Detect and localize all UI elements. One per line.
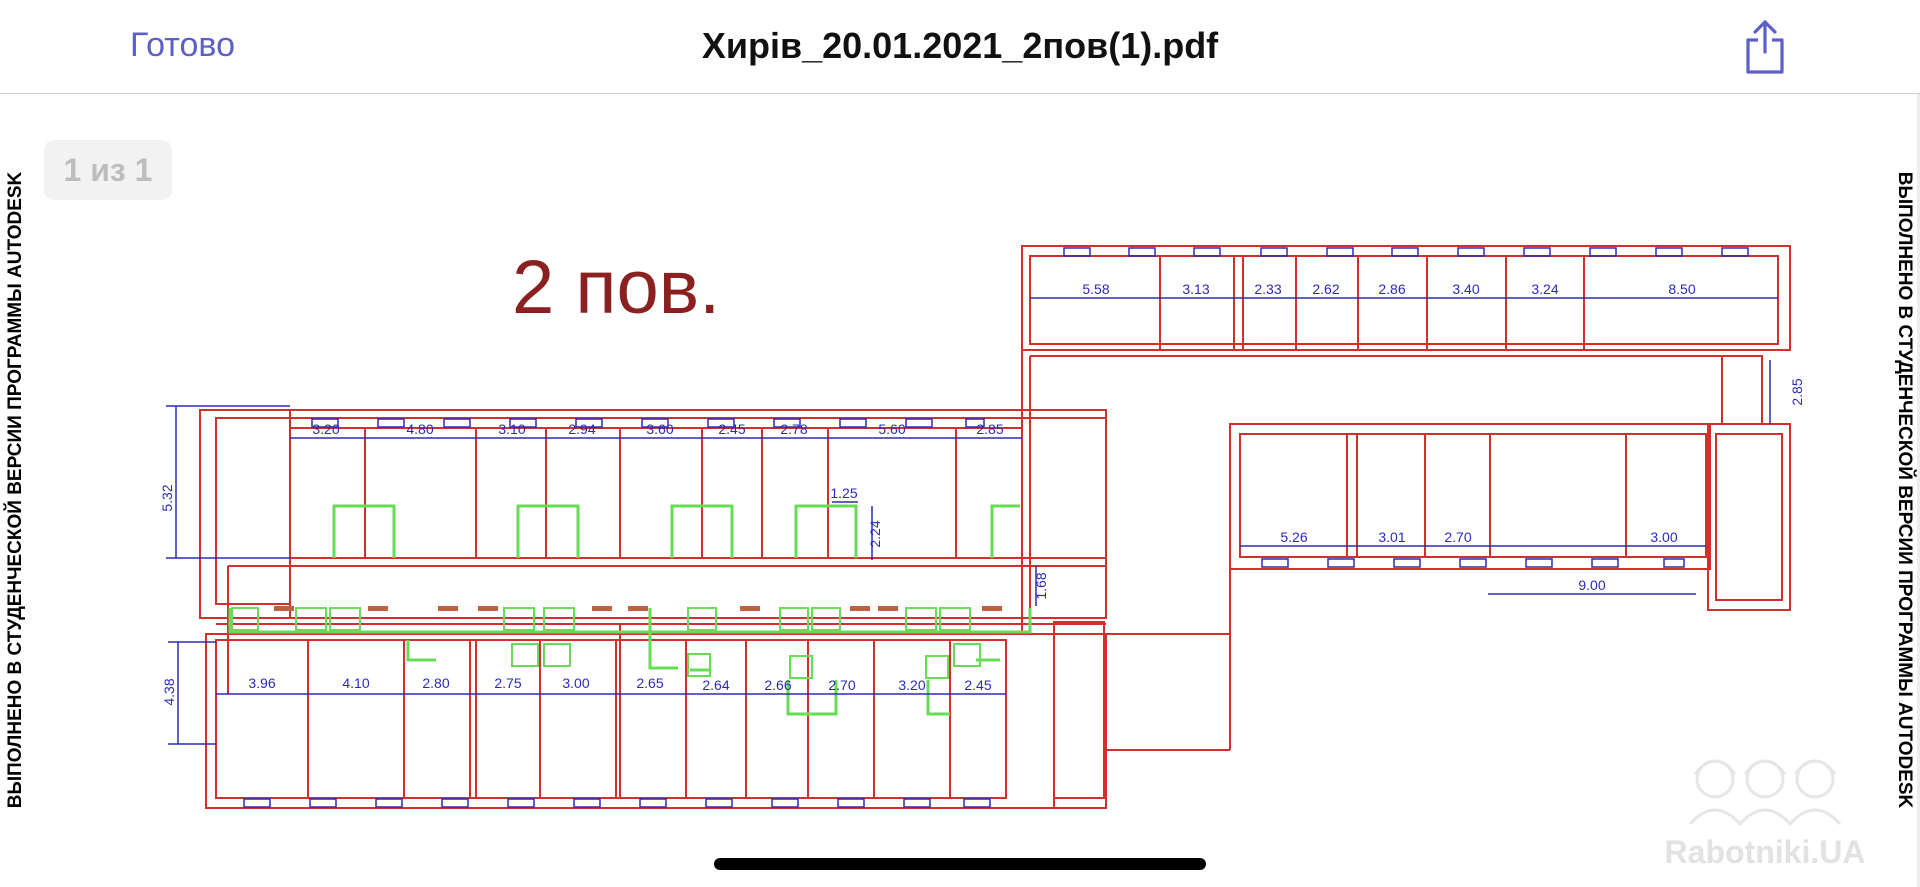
done-button[interactable]: Готово [130,26,235,64]
pdf-viewer[interactable]: 5.58 3.13 2.33 2.62 2.86 3.40 3.24 8.50 … [0,94,1920,887]
dim-left-upper-8: 5.60 [878,421,905,437]
right-side-text: ВЫПОЛНЕНО В СТУДЕНЧЕСКОЙ ВЕРСИИ ПРОГРАММ… [1894,171,1915,809]
dim-mid-right-2: 3.01 [1378,529,1405,545]
left-margin-note: ВЫПОЛНЕНО В СТУДЕНЧЕСКОЙ ВЕРСИИ ПРОГРАММ… [0,94,32,887]
dim-mid-right-total: 9.00 [1578,577,1605,593]
dim-mid-right-4: 3.00 [1650,529,1677,545]
dim-upper-right-6: 3.40 [1452,281,1479,297]
dim-left-lower-3: 2.80 [422,675,449,691]
dim-left-upper-2: 4.80 [406,421,433,437]
right-margin-note: ВЫПОЛНЕНО В СТУДЕНЧЕСКОЙ ВЕРСИИ ПРОГРАММ… [1888,94,1920,887]
dim-upper-right-7: 3.24 [1531,281,1558,297]
share-icon [1746,20,1784,74]
dim-mid-right-3: 2.70 [1444,529,1471,545]
dim-left-upper-5: 3.60 [646,421,673,437]
dim-left-lower-1: 3.96 [248,675,275,691]
workers-logo-icon [1688,759,1842,827]
navigation-bar: Готово Хирів_20.01.2021_2пов(1).pdf [0,0,1920,94]
dim-left-lower-9: 2.70 [828,677,855,693]
dim-upper-right-8: 8.50 [1668,281,1695,297]
watermark-text: Rabotniki.UA [1664,834,1866,870]
dim-upper-right-3: 2.33 [1254,281,1281,297]
dim-left-lower-5: 3.00 [562,675,589,691]
dim-left-upper-3: 3.10 [498,421,525,437]
page-indicator: 1 из 1 [44,140,172,200]
home-indicator[interactable] [714,858,1206,870]
dim-left-upper-4: 2.94 [568,421,595,437]
dim-left-upper-9: 2.85 [976,421,1003,437]
dim-left-upper-7: 2.78 [780,421,807,437]
share-button[interactable] [1740,16,1790,76]
floor-plan-drawing: 5.58 3.13 2.33 2.62 2.86 3.40 3.24 8.50 … [159,245,1805,809]
dim-stair-height: 2.85 [1789,378,1805,405]
dim-small-height: 2.24 [867,520,883,547]
dim-left-upper-1: 3.20 [312,421,339,437]
dim-left-lower-4: 2.75 [494,675,521,691]
left-side-text: ВЫПОЛНЕНО В СТУДЕНЧЕСКОЙ ВЕРСИИ ПРОГРАММ… [5,171,26,809]
dim-upper-right-5: 2.86 [1378,281,1405,297]
dim-corridor-width: 1.68 [1033,572,1049,599]
dim-left-lower-height: 4.38 [161,678,177,705]
scroll-edge [1917,94,1920,887]
dim-small-width: 1.25 [830,485,857,501]
document-title: Хирів_20.01.2021_2пов(1).pdf [701,25,1219,66]
dim-left-lower-7: 2.64 [702,677,729,693]
dim-left-upper-6: 2.45 [718,421,745,437]
dim-left-upper-height: 5.32 [159,484,175,511]
dim-left-lower-10: 3.20 [898,677,925,693]
dim-left-lower-6: 2.65 [636,675,663,691]
floor-label: 2 пов. [512,245,721,330]
dim-left-lower-2: 4.10 [342,675,369,691]
watermark: Rabotniki.UA [1640,734,1890,884]
dim-left-lower-11: 2.45 [964,677,991,693]
dim-upper-right-2: 3.13 [1182,281,1209,297]
dim-upper-right-4: 2.62 [1312,281,1339,297]
dim-left-lower-8: 2.66 [764,677,791,693]
dim-upper-right-1: 5.58 [1082,281,1109,297]
dim-mid-right-1: 5.26 [1280,529,1307,545]
